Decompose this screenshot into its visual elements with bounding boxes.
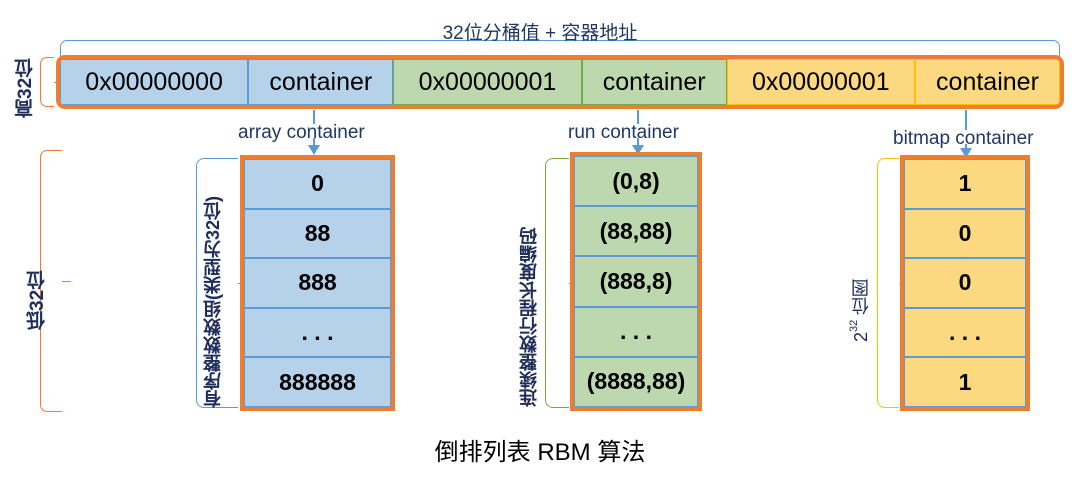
array-container-side-label: 有序整数数组(类型为32位) [203, 195, 223, 408]
run-container-box: (0,8) (88,88) (888,8) . . . (8888,88) [570, 152, 702, 411]
run-cell[interactable]: (8888,88) [574, 356, 698, 408]
bitmap-label-exponent: 32 [848, 319, 860, 332]
array-cell[interactable]: 0 [244, 159, 391, 209]
run-container-bracket [545, 158, 579, 408]
bitmap-cell[interactable]: 1 [904, 159, 1026, 209]
header-cell-container-2[interactable]: container [914, 59, 1060, 105]
header-cell-bucket-0[interactable]: 0x00000000 [60, 59, 249, 105]
run-cell[interactable]: (0,8) [574, 156, 698, 207]
array-container-title: array container [238, 122, 365, 143]
bitmap-container-side-label: 232 位图 [848, 232, 874, 342]
bitmap-container-bracket [877, 158, 909, 408]
run-connector-line-bottom [637, 138, 639, 147]
bitmap-connector-arrowhead [960, 148, 972, 158]
low-bits-label: 低32位 [27, 270, 48, 330]
header-cell-container-0[interactable]: container [248, 59, 394, 105]
bitmap-connector-line-bottom [965, 144, 967, 150]
array-connector-arrowhead [308, 145, 320, 155]
top-annotation-bracket [60, 40, 1060, 58]
array-cell[interactable]: 888888 [244, 357, 391, 407]
bitmap-label-base: 2 [851, 331, 871, 342]
bitmap-connector-line-top [965, 110, 967, 130]
bitmap-cell[interactable]: 0 [904, 208, 1026, 259]
bitmap-cell[interactable]: . . . [904, 307, 1026, 358]
bitmap-cell[interactable]: 0 [904, 258, 1026, 308]
run-connector-arrowhead [632, 145, 644, 155]
array-cell[interactable]: 888 [244, 258, 391, 308]
bitmap-container-title: bitmap container [893, 128, 1034, 149]
header-cell-container-1[interactable]: container [581, 59, 727, 105]
header-cell-bucket-2[interactable]: 0x00000001 [726, 59, 915, 105]
array-connector-line-bottom [313, 138, 315, 147]
run-cell[interactable]: . . . [574, 306, 698, 357]
array-cell[interactable]: . . . [244, 307, 391, 358]
bracket-tick [62, 281, 71, 282]
bitmap-label-main: 位图 [851, 278, 871, 315]
array-container-box: 0 88 888 . . . 888888 [240, 155, 395, 411]
diagram-caption: 倒排列表 RBM 算法 [434, 439, 646, 466]
run-container-title: run container [568, 122, 679, 143]
bitmap-cell[interactable]: 1 [904, 357, 1026, 407]
high-bits-label: 高32位 [15, 58, 36, 118]
array-connector-line-top [313, 110, 315, 124]
bitmap-container-box: 1 0 0 . . . 1 [900, 155, 1030, 411]
low-bits-bracket [40, 150, 71, 412]
array-cell[interactable]: 88 [244, 208, 391, 259]
high-bits-bracket [40, 57, 63, 107]
header-cell-bucket-1[interactable]: 0x00000001 [393, 59, 582, 105]
run-cell[interactable]: (88,88) [574, 206, 698, 257]
run-connector-line-top [637, 110, 639, 124]
run-container-side-label: 连续整数行程长度编码 [519, 227, 539, 407]
run-cell[interactable]: (888,8) [574, 256, 698, 307]
top-annotation-label: 32位分桶值 + 容器地址 [442, 23, 638, 44]
header-bar: 0x00000000 container 0x00000001 containe… [56, 55, 1064, 109]
